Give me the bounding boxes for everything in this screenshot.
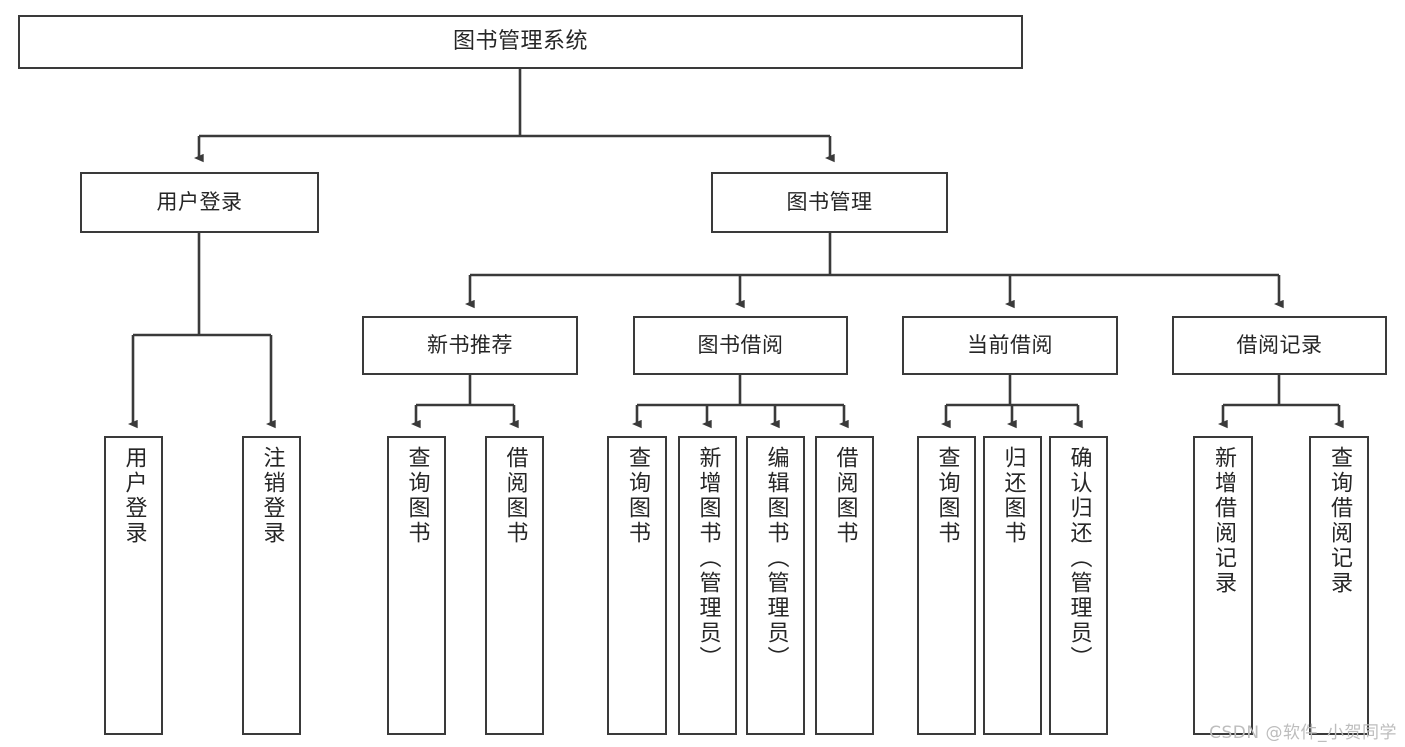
leaf-current-confirm-return-admin[interactable]: 确认归还（管理员） xyxy=(1049,436,1108,735)
node-label: 归还图书 xyxy=(1000,446,1026,546)
watermark: CSDN @软件_小贺同学 xyxy=(1209,723,1397,743)
node-label: 图书借阅 xyxy=(697,332,784,357)
node-label: 图书管理系统 xyxy=(452,28,588,54)
leaf-borrow-borrow-books[interactable]: 借阅图书 xyxy=(815,436,874,735)
leaf-user-login-logout[interactable]: 注销登录 xyxy=(242,436,301,735)
node-label: 新书推荐 xyxy=(427,332,513,357)
node-label: 借阅图书 xyxy=(502,446,528,546)
node-book-borrowing[interactable]: 图书借阅 xyxy=(633,316,848,375)
leaf-current-return-books[interactable]: 归还图书 xyxy=(983,436,1042,735)
leaf-borrow-query-books[interactable]: 查询图书 xyxy=(607,436,667,735)
leaf-borrow-add-book-admin[interactable]: 新增图书（管理员） xyxy=(678,436,737,735)
node-label: 注销登录 xyxy=(259,446,285,546)
node-label: 新增图书（管理员） xyxy=(695,446,721,671)
node-root-book-management-system[interactable]: 图书管理系统 xyxy=(18,15,1023,69)
node-label: 图书管理 xyxy=(786,189,873,214)
node-label: 当前借阅 xyxy=(967,332,1053,357)
node-label: 编辑图书（管理员） xyxy=(763,446,789,671)
leaf-current-query-books[interactable]: 查询图书 xyxy=(917,436,976,735)
leaf-record-add-borrow-record[interactable]: 新增借阅记录 xyxy=(1193,436,1253,735)
leaf-new-book-query-books[interactable]: 查询图书 xyxy=(387,436,446,735)
node-new-book-recommendation[interactable]: 新书推荐 xyxy=(362,316,578,375)
node-label: 查询图书 xyxy=(934,446,960,546)
node-label: 用户登录 xyxy=(121,446,147,546)
leaf-record-query-borrow-record[interactable]: 查询借阅记录 xyxy=(1309,436,1369,735)
leaf-borrow-edit-book-admin[interactable]: 编辑图书（管理员） xyxy=(746,436,805,735)
node-current-borrowing[interactable]: 当前借阅 xyxy=(902,316,1118,375)
node-label: 确认归还（管理员） xyxy=(1066,446,1092,671)
node-label: 查询图书 xyxy=(404,446,430,546)
node-label: 用户登录 xyxy=(156,189,243,214)
node-user-login[interactable]: 用户登录 xyxy=(80,172,319,233)
leaf-new-book-borrow-books[interactable]: 借阅图书 xyxy=(485,436,544,735)
node-book-management[interactable]: 图书管理 xyxy=(711,172,948,233)
node-label: 新增借阅记录 xyxy=(1211,446,1236,596)
node-label: 查询借阅记录 xyxy=(1327,446,1352,596)
node-label: 借阅图书 xyxy=(832,446,858,546)
node-borrowing-records[interactable]: 借阅记录 xyxy=(1172,316,1387,375)
leaf-user-login-login[interactable]: 用户登录 xyxy=(104,436,163,735)
node-label: 查询图书 xyxy=(625,446,650,546)
node-label: 借阅记录 xyxy=(1236,332,1323,357)
